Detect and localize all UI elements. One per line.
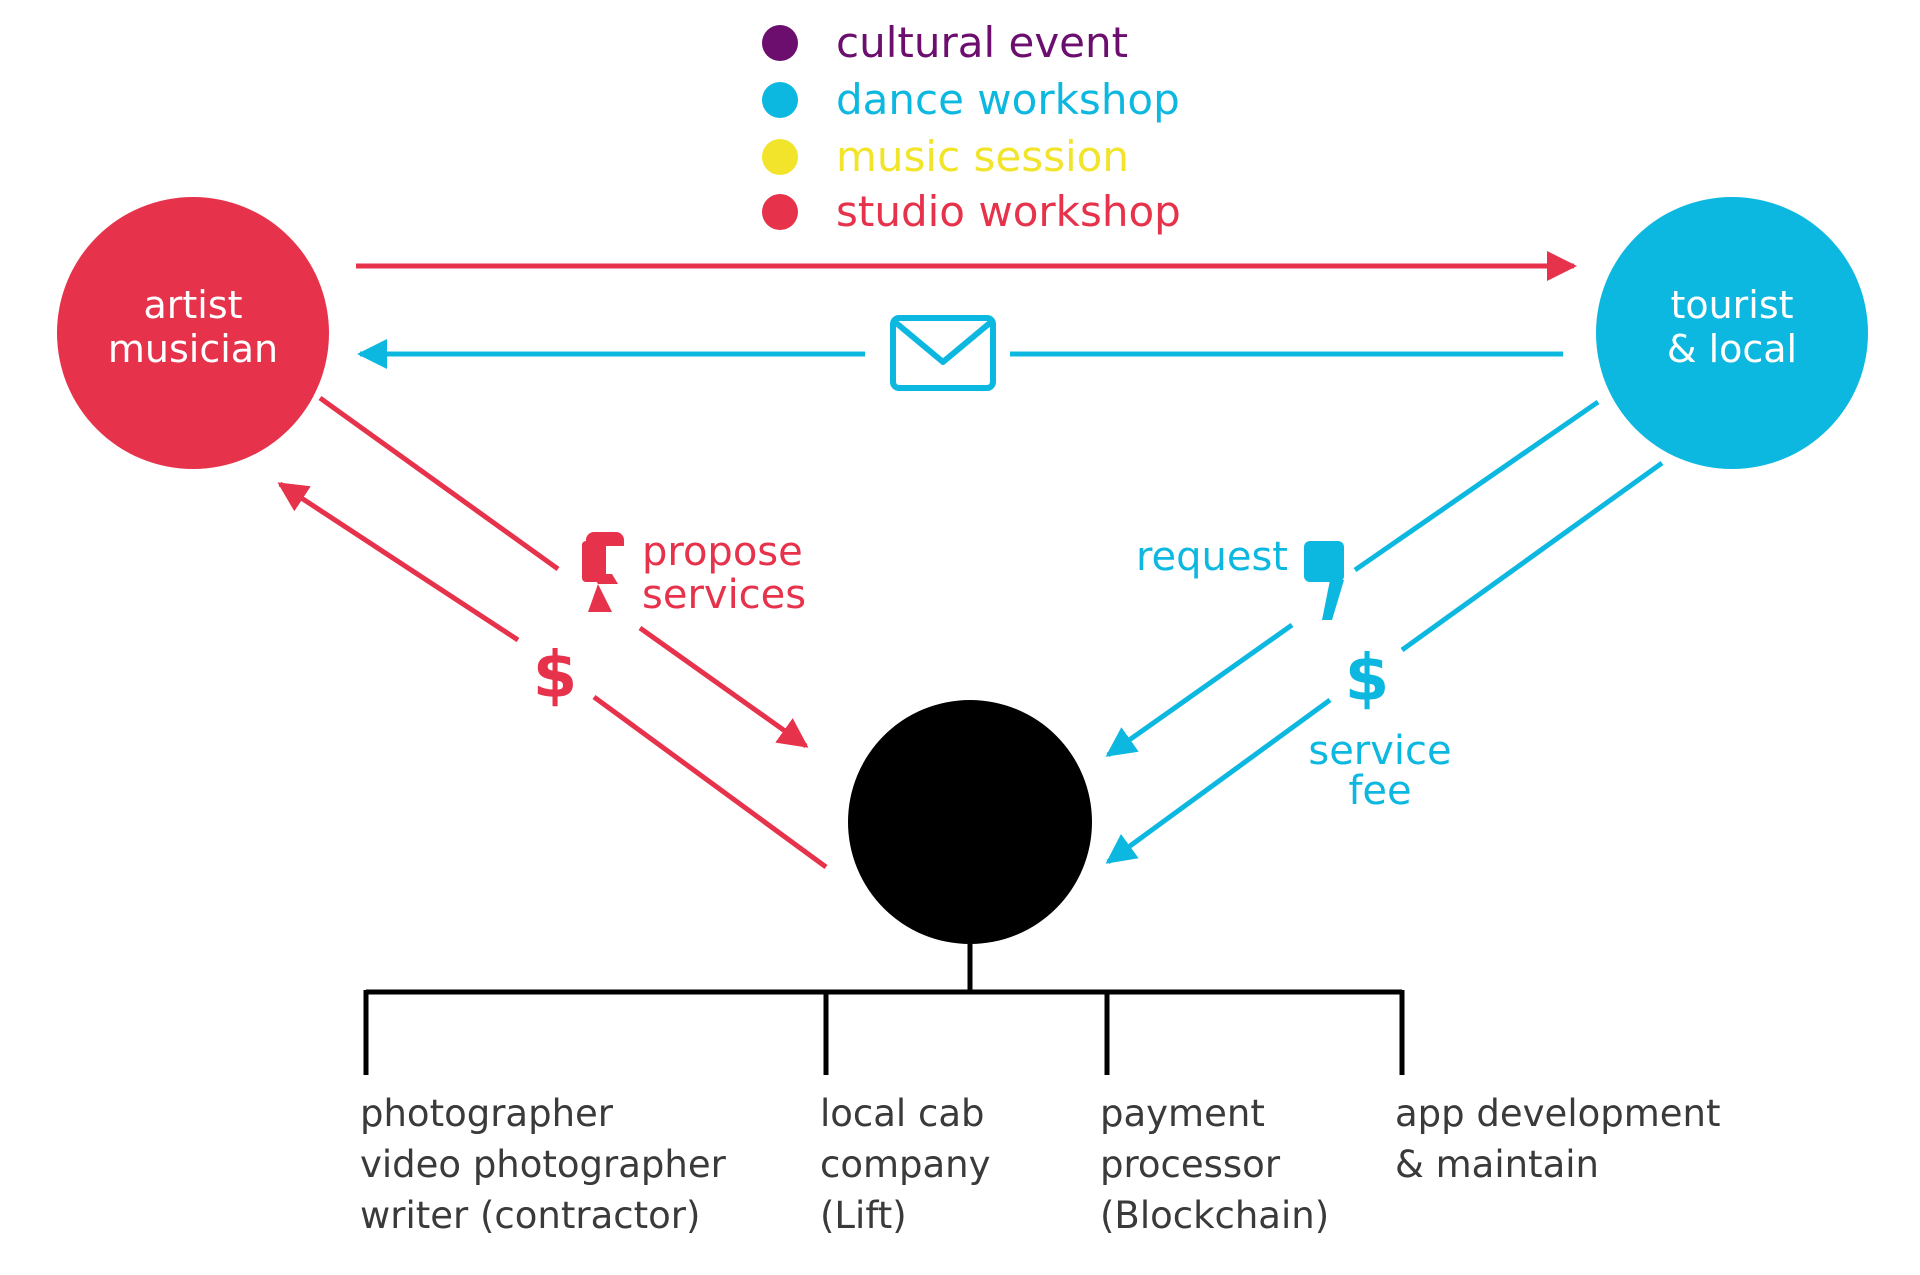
speech-bubble-icon [1304,541,1344,620]
partner-line: app development [1395,1092,1720,1135]
arrow-line-lower [1105,697,1332,865]
artist-payment-arrow [277,481,828,870]
partner-line: writer (contractor) [360,1194,700,1237]
legend-dot [762,82,798,118]
partner-tree [363,944,1405,1075]
tourist-local-node: tourist & local [1596,197,1868,469]
arrow-line-upper [277,481,520,643]
tourist-to-artist-message-arrow [357,315,1563,391]
propose-services-label-line2: services [642,572,806,618]
arrow-line-lower [592,694,828,870]
service-fee-label-line2: fee [1348,768,1411,814]
legend-dot [762,25,798,61]
partner-line: video photographer [360,1143,727,1186]
artist-musician-node: artist musician [57,197,329,469]
service-fee-label-line1: service [1308,728,1451,774]
legend-dot [762,139,798,175]
partner-line: (Lift) [820,1194,907,1237]
propose-services-label-line1: propose [642,529,803,575]
partner-app-development: app development & maintain [1395,1092,1720,1186]
legend: cultural event dance workshop music sess… [762,18,1181,236]
partner-line: photographer [360,1092,614,1135]
request-arrow [1105,399,1600,758]
service-fee-dollar: $ [1345,642,1390,716]
partner-line: payment [1100,1092,1265,1135]
tourist-node-label-line1: tourist [1670,283,1793,327]
platform-node [848,700,1092,944]
legend-label: studio workshop [836,187,1181,236]
partner-line: (Blockchain) [1100,1194,1329,1237]
artist-node-circle [57,197,329,469]
partner-cab-company: local cab company (Lift) [820,1092,991,1237]
partner-line: company [820,1143,991,1186]
legend-item-dance-workshop: dance workshop [762,75,1180,124]
partner-line: processor [1100,1143,1281,1186]
propose-services-arrow [318,395,809,749]
tourist-node-label-line2: & local [1667,327,1797,371]
partner-payment-processor: payment processor (Blockchain) [1100,1092,1329,1237]
arrow-line-upper [1400,460,1664,653]
service-fee-arrow [1105,460,1664,865]
arrow-line-upper [318,395,560,572]
arrow-line-lower [638,625,809,749]
speech-bubble-icon [582,532,624,612]
legend-label: cultural event [836,18,1128,67]
arrow-line-lower [1105,622,1294,758]
artist-payment-dollar: $ [533,639,578,713]
legend-item-music-session: music session [762,132,1129,181]
partner-line: & maintain [1395,1143,1599,1186]
arrow-line-upper [1353,399,1600,573]
legend-item-studio-workshop: studio workshop [762,187,1181,236]
legend-dot [762,194,798,230]
request-label: request [1136,534,1288,580]
platform-node-circle [848,700,1092,944]
artist-node-label-line1: artist [143,283,242,327]
partner-photography: photographer video photographer writer (… [360,1092,727,1237]
envelope-icon [890,315,996,391]
partner-line: local cab [820,1092,984,1135]
legend-label: dance workshop [836,75,1180,124]
legend-label: music session [836,132,1129,181]
artist-node-label-line2: musician [108,327,278,371]
legend-item-cultural-event: cultural event [762,18,1128,67]
tourist-node-circle [1596,197,1868,469]
